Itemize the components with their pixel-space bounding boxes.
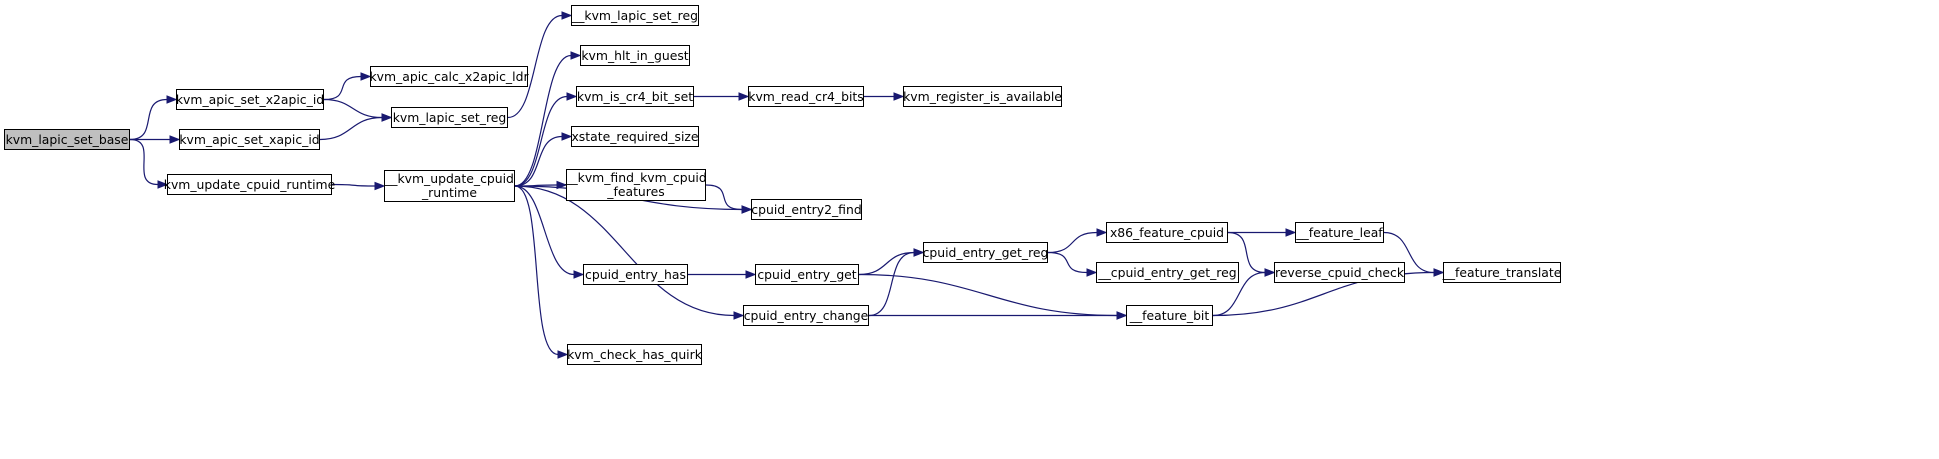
node-kvm-update-cpuid-runtime-internal[interactable]: __kvm_update_cpuid _runtime bbox=[384, 170, 515, 202]
edge-arrowhead bbox=[738, 92, 750, 101]
edge-__feature_leaf-to-__feature_translate bbox=[1383, 231, 1435, 274]
node-kvm-apic-calc-x2apic-ldr[interactable]: kvm_apic_calc_x2apic_ldr bbox=[369, 66, 529, 87]
node-kvm-apic-set-x2apic-id[interactable]: kvm_apic_set_x2apic_id bbox=[176, 89, 324, 110]
node-kvm-register-is-available[interactable]: kvm_register_is_available bbox=[903, 86, 1062, 107]
node-kvm-update-cpuid-runtime[interactable]: kvm_update_cpuid_runtime bbox=[164, 174, 335, 195]
node-feature-translate[interactable]: __feature_translate bbox=[1443, 262, 1561, 283]
edge-cpuid_entry_get_reg-to-x86_feature_cpuid bbox=[1047, 231, 1098, 254]
edge-cpuid_entry_get_reg-to-__cpuid_entry_get_reg bbox=[1047, 251, 1088, 274]
edge-__feature_bit-to-reverse_cpuid_check bbox=[1212, 271, 1266, 317]
node-cpuid-entry-get-reg[interactable]: cpuid_entry_get_reg bbox=[923, 242, 1048, 263]
edge-arrowhead bbox=[570, 51, 582, 60]
edge-arrowhead bbox=[745, 270, 757, 279]
edge-arrowhead bbox=[741, 205, 753, 214]
node-feature-bit[interactable]: __feature_bit bbox=[1126, 305, 1213, 326]
node-x86-feature-cpuid[interactable]: x86_feature_cpuid bbox=[1106, 222, 1228, 243]
edge-arrowhead bbox=[1433, 268, 1445, 277]
node-reverse-cpuid-check[interactable]: reverse_cpuid_check bbox=[1274, 262, 1405, 283]
edge-arrowhead bbox=[733, 311, 745, 320]
edge-arrowhead bbox=[1116, 311, 1128, 320]
edge-arrowhead bbox=[1096, 228, 1108, 237]
node-cpuid-entry-has[interactable]: cpuid_entry_has bbox=[583, 264, 688, 285]
edge-arrowhead bbox=[566, 92, 578, 101]
edge-__kvm_update_cpuid_runtime-to-kvm_check_has_quirk bbox=[514, 185, 559, 356]
edge-arrowhead bbox=[573, 270, 585, 279]
node-feature-leaf[interactable]: __feature_leaf bbox=[1295, 222, 1384, 243]
node-xstate-required-size[interactable]: xstate_required_size bbox=[571, 126, 699, 147]
edge-arrowhead bbox=[556, 180, 568, 190]
edge-__kvm_update_cpuid_runtime-to-xstate_required_size bbox=[514, 135, 563, 187]
edge-arrowhead bbox=[913, 248, 925, 257]
edge-arrowhead bbox=[157, 180, 169, 189]
edge-arrowhead bbox=[561, 132, 573, 141]
node-kvm-find-kvm-cpuid-features[interactable]: __kvm_find_kvm_cpuid _features bbox=[565, 169, 707, 201]
edge-arrowhead bbox=[1285, 228, 1297, 237]
edge-kvm_lapic_set_base-to-kvm_apic_set_x2apic_id bbox=[129, 98, 168, 141]
edge-cpuid_entry_get-to-__feature_bit bbox=[858, 273, 1118, 317]
edge-__kvm_update_cpuid_runtime-to-cpuid_entry_has bbox=[514, 185, 575, 276]
node-kvm-is-cr4-bit-set[interactable]: kvm_is_cr4_bit_set bbox=[576, 86, 694, 107]
edge-kvm_lapic_set_reg-to-__kvm_lapic_set_reg bbox=[507, 14, 563, 119]
edge-kvm_lapic_set_base-to-kvm_update_cpuid_runtime bbox=[129, 138, 159, 186]
edge-arrowhead bbox=[166, 95, 178, 104]
edge-arrowhead bbox=[1264, 268, 1276, 277]
edge-kvm_update_cpuid_runtime-to-__kvm_update_cpuid_runtime bbox=[331, 183, 376, 187]
edge-kvm_apic_set_xapic_id-to-kvm_lapic_set_reg bbox=[319, 116, 383, 141]
node-kvm-lapic-set-reg[interactable]: kvm_lapic_set_reg bbox=[391, 107, 508, 128]
edge-__kvm_update_cpuid_runtime-to-kvm_is_cr4_bit_set bbox=[514, 95, 568, 187]
edge-arrowhead bbox=[893, 92, 905, 101]
edge-arrowhead bbox=[1086, 268, 1098, 277]
node-kvm-read-cr4-bits[interactable]: kvm_read_cr4_bits bbox=[748, 86, 864, 107]
edge-kvm_apic_set_x2apic_id-to-kvm_apic_calc_x2apic_ldr bbox=[323, 75, 362, 101]
edge-kvm_apic_set_x2apic_id-to-kvm_lapic_set_reg bbox=[323, 98, 383, 119]
edge-__kvm_update_cpuid_runtime-to-cpuid_entry_change bbox=[514, 185, 735, 317]
node-kvm-check-has-quirk[interactable]: kvm_check_has_quirk bbox=[567, 344, 702, 365]
node-cpuid-entry-get[interactable]: cpuid_entry_get bbox=[755, 264, 859, 285]
edge-cpuid_entry_change-to-cpuid_entry_get_reg bbox=[868, 251, 915, 317]
node-kvm-hlt-in-guest[interactable]: kvm_hlt_in_guest bbox=[580, 45, 690, 66]
node-kvm-lapic-set-base[interactable]: kvm_lapic_set_base bbox=[4, 129, 130, 150]
edge-arrowhead bbox=[169, 135, 181, 144]
node-cpuid-entry-get-reg-internal[interactable]: __cpuid_entry_get_reg bbox=[1096, 262, 1239, 283]
edge-arrowhead bbox=[557, 350, 569, 359]
node-kvm-apic-set-xapic-id[interactable]: kvm_apic_set_xapic_id bbox=[179, 129, 320, 150]
node-cpuid-entry-change[interactable]: cpuid_entry_change bbox=[743, 305, 869, 326]
edge-__kvm_find_kvm_cpuid_features-to-cpuid_entry2_find bbox=[705, 184, 743, 211]
edge-cpuid_entry_get-to-cpuid_entry_get_reg bbox=[858, 251, 915, 276]
edge-arrowhead bbox=[561, 11, 573, 20]
node-kvm-lapic-set-reg-internal[interactable]: __kvm_lapic_set_reg bbox=[571, 5, 699, 26]
edge-arrowhead bbox=[360, 72, 372, 81]
edge-__kvm_update_cpuid_runtime-to-kvm_hlt_in_guest bbox=[514, 54, 572, 187]
edge-x86_feature_cpuid-to-reverse_cpuid_check bbox=[1227, 231, 1266, 274]
edge-arrowhead bbox=[374, 181, 386, 191]
node-cpuid-entry2-find[interactable]: cpuid_entry2_find bbox=[751, 199, 862, 220]
edge-arrowhead bbox=[381, 113, 393, 122]
